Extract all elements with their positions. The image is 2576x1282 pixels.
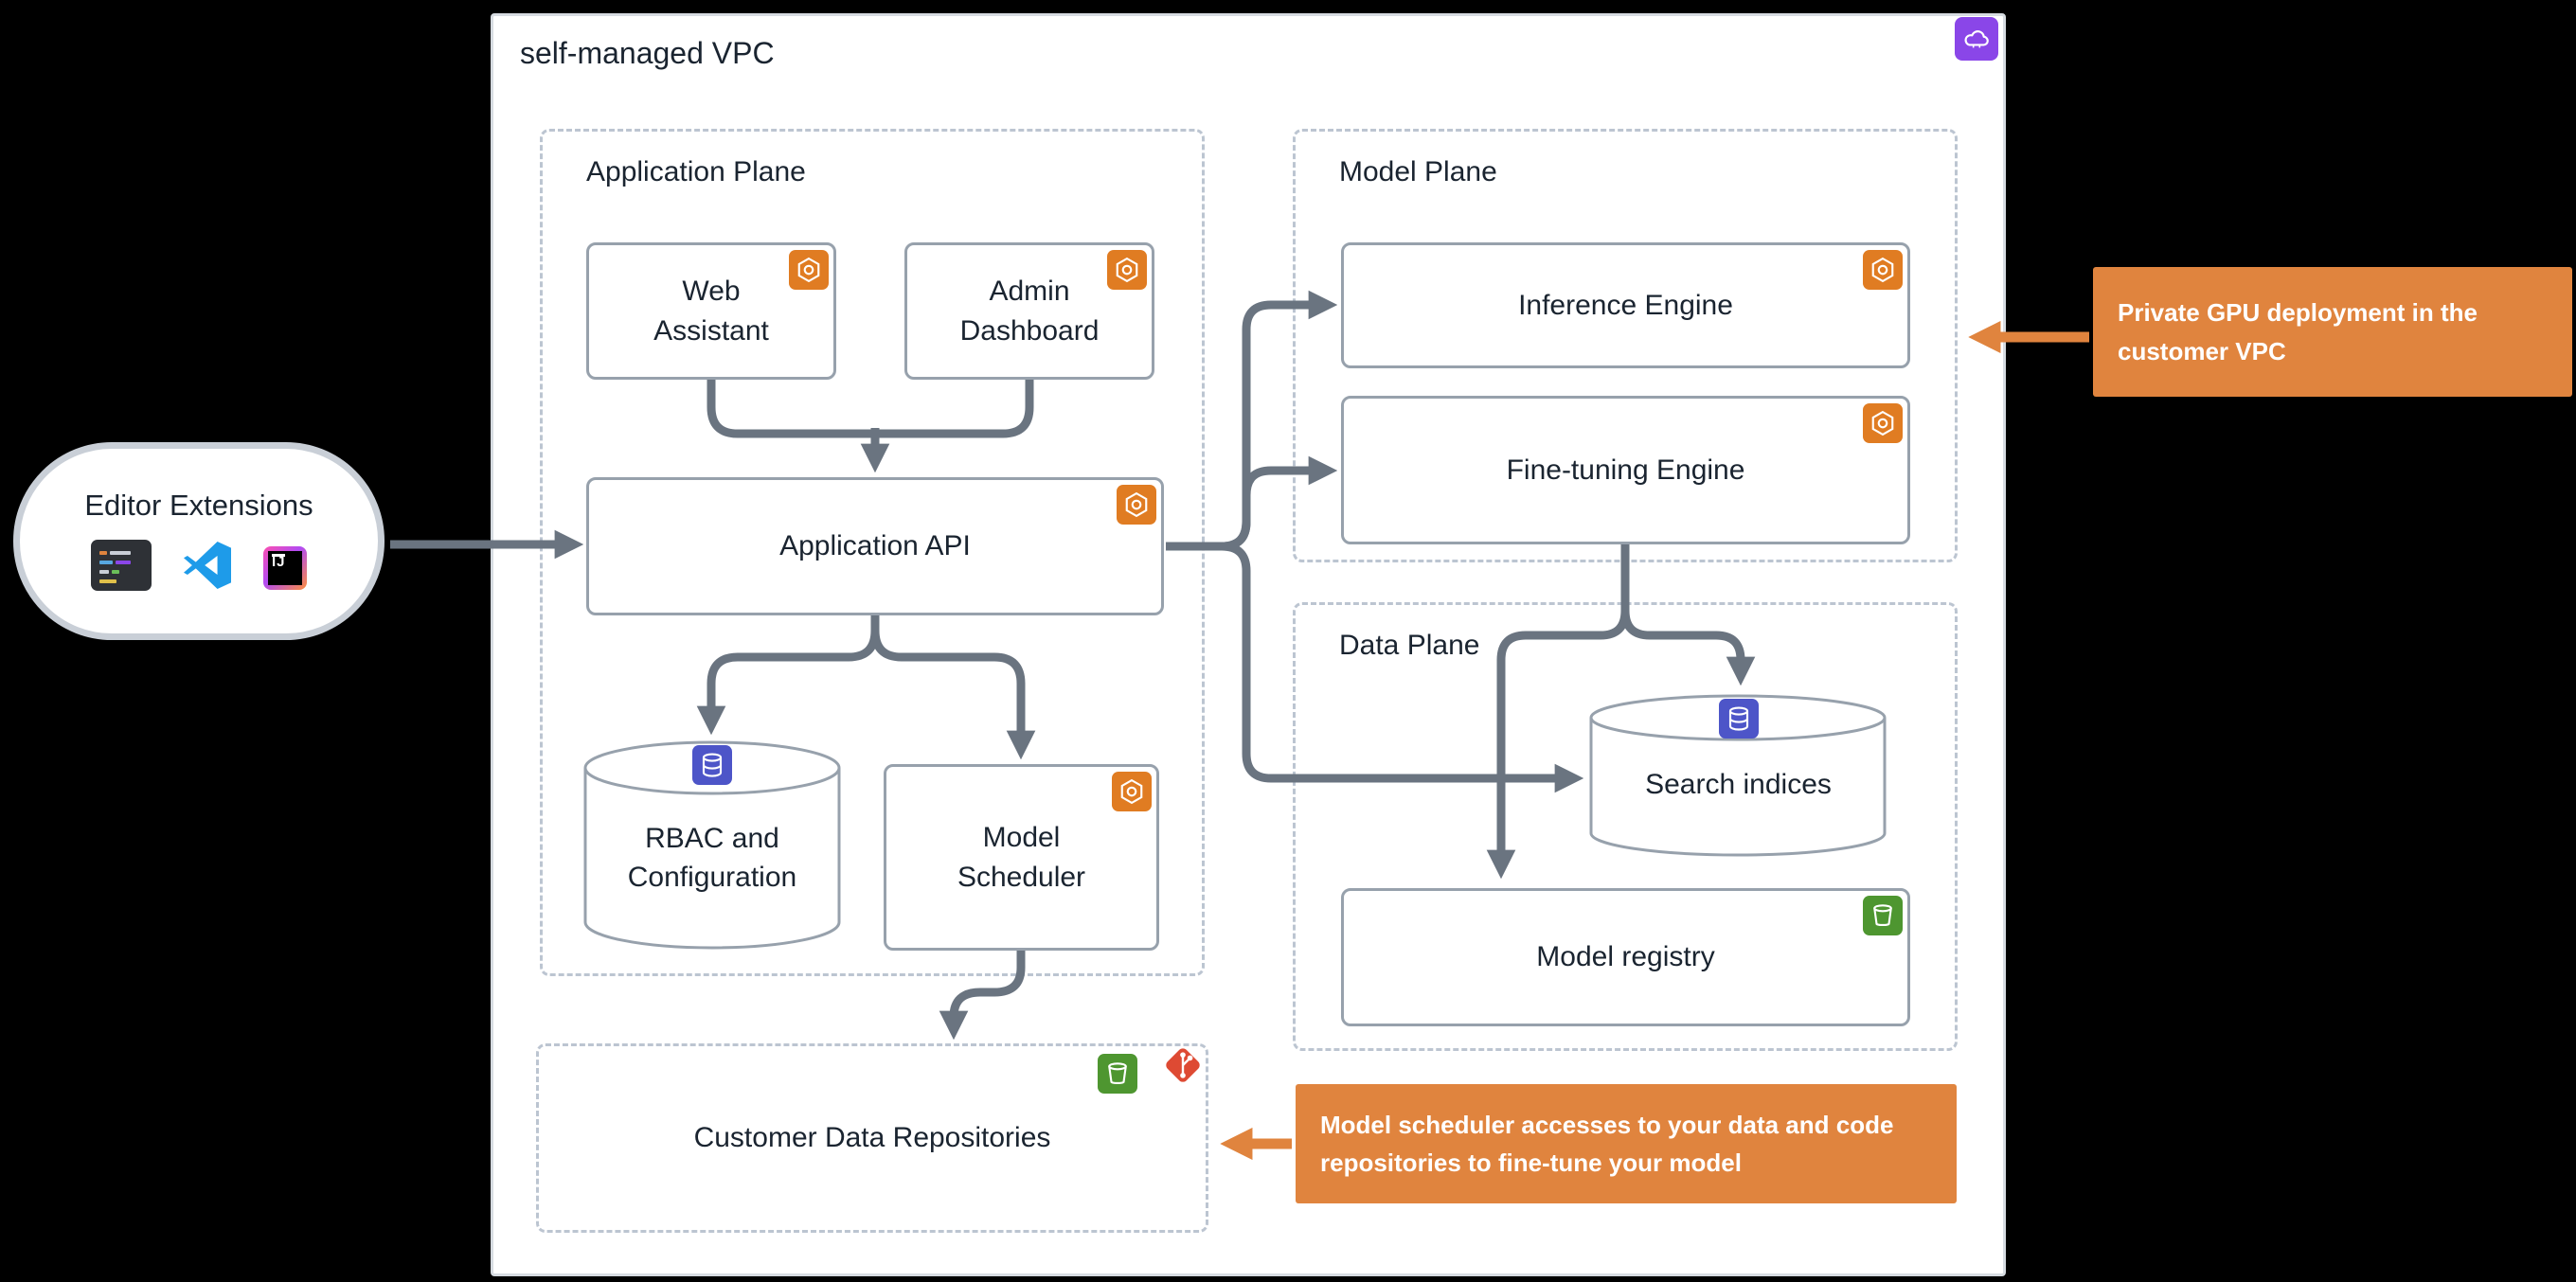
node-application-api: Application API xyxy=(586,477,1164,615)
node-fine-tuning-engine: Fine-tuning Engine xyxy=(1341,396,1910,544)
node-search-indices: Search indices xyxy=(1588,693,1888,858)
node-rbac-configuration: RBAC and Configuration xyxy=(582,739,842,951)
model-plane-label: Model Plane xyxy=(1339,156,1497,187)
model-registry-label: Model registry xyxy=(1536,941,1715,973)
hexagon-service-icon xyxy=(1863,403,1903,443)
gpu-callout-text: Private GPU deployment in the customer V… xyxy=(2118,298,2478,365)
inference-engine-label: Inference Engine xyxy=(1518,289,1733,321)
node-web-assistant: Web Assistant xyxy=(586,242,836,380)
code-editor-icon xyxy=(91,540,152,596)
editor-icons-row: IJ xyxy=(20,540,378,596)
web-assistant-label: Web Assistant xyxy=(653,276,769,347)
application-plane: Application Plane xyxy=(540,129,1205,976)
model-scheduler-label: Model Scheduler xyxy=(957,822,1086,893)
hexagon-service-icon xyxy=(1863,250,1903,290)
hexagon-service-icon xyxy=(1112,772,1152,811)
data-plane-label: Data Plane xyxy=(1339,630,1480,661)
editor-extensions-label: Editor Extensions xyxy=(84,489,313,522)
editor-extensions-group: Editor Extensions xyxy=(13,442,385,640)
node-customer-data-repositories: Customer Data Repositories xyxy=(536,1043,1208,1233)
search-indices-label: Search indices xyxy=(1645,769,1832,800)
admin-dashboard-label: Admin Dashboard xyxy=(959,276,1100,347)
vpc-label: self-managed VPC xyxy=(520,36,775,70)
node-model-scheduler: Model Scheduler xyxy=(884,764,1159,951)
database-icon xyxy=(1718,699,1759,739)
git-icon xyxy=(1158,1041,1208,1090)
intellij-icon: IJ xyxy=(263,545,307,590)
node-inference-engine: Inference Engine xyxy=(1341,242,1910,368)
bucket-icon xyxy=(1863,896,1903,935)
application-plane-label: Application Plane xyxy=(586,156,806,187)
application-api-label: Application API xyxy=(779,530,971,562)
hexagon-service-icon xyxy=(789,250,829,290)
hexagon-service-icon xyxy=(1117,485,1156,525)
intellij-monogram: IJ xyxy=(272,553,286,570)
scheduler-callout-text: Model scheduler accesses to your data an… xyxy=(1320,1110,1894,1177)
node-model-registry: Model registry xyxy=(1341,888,1910,1026)
node-admin-dashboard: Admin Dashboard xyxy=(904,242,1154,380)
customer-data-repositories-label: Customer Data Repositories xyxy=(693,1122,1051,1153)
database-icon xyxy=(692,745,732,785)
rbac-label: RBAC and Configuration xyxy=(627,823,797,894)
hexagon-service-icon xyxy=(1107,250,1147,290)
gpu-deployment-callout: Private GPU deployment in the customer V… xyxy=(2093,267,2572,397)
scheduler-callout: Model scheduler accesses to your data an… xyxy=(1296,1084,1957,1203)
fine-tuning-engine-label: Fine-tuning Engine xyxy=(1506,454,1745,486)
vscode-icon xyxy=(184,542,231,594)
vpc-cloud-icon xyxy=(1955,17,1998,61)
bucket-icon xyxy=(1098,1054,1137,1094)
